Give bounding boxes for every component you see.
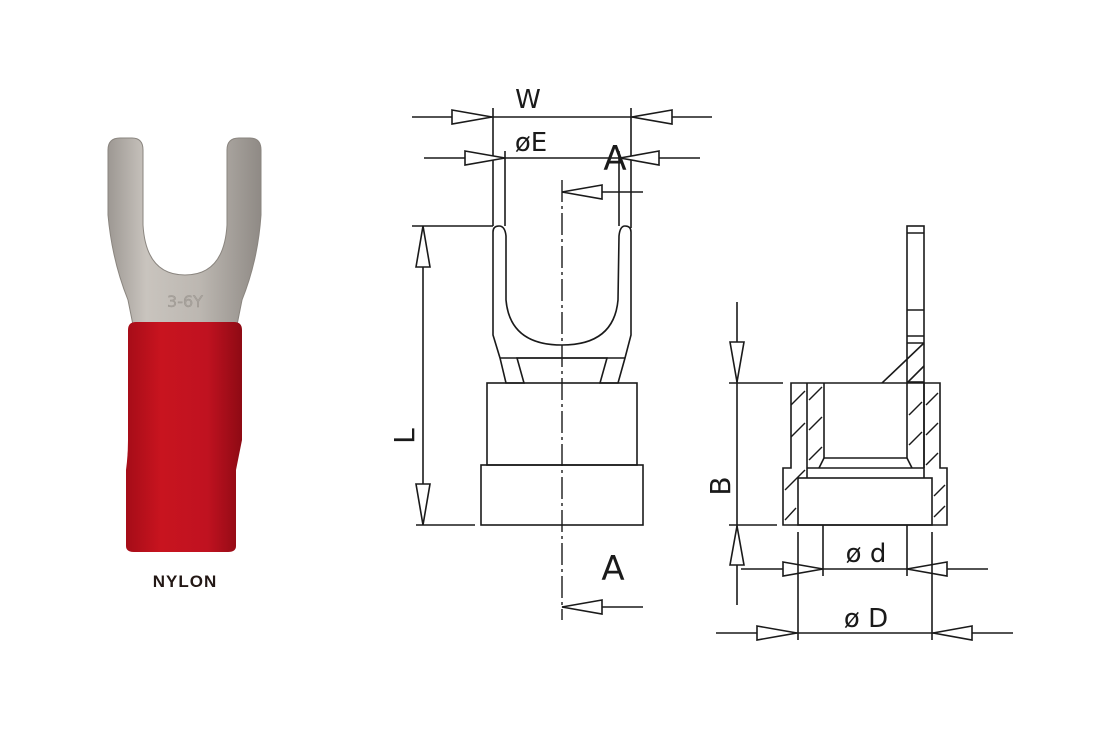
label-length: L	[388, 428, 421, 444]
label-height: B	[704, 476, 737, 495]
material-caption: NYLON	[152, 572, 218, 591]
insulation-sleeve	[126, 322, 242, 552]
label-stud-hole: øE	[515, 128, 547, 158]
label-outer-diameter: ø D	[844, 604, 888, 634]
label-w: W	[515, 85, 541, 115]
label-section-a-bottom: A	[601, 549, 624, 589]
fork-outline	[492, 225, 632, 384]
section-view: B ø d ø D	[704, 225, 1013, 641]
spade-tongue-icon	[107, 137, 262, 331]
label-inner-diameter: ø d	[846, 539, 887, 569]
label-section-a-top: A	[603, 139, 626, 179]
stamp-text: 3-6Y	[167, 292, 203, 311]
front-view: W øE A L	[388, 85, 712, 620]
